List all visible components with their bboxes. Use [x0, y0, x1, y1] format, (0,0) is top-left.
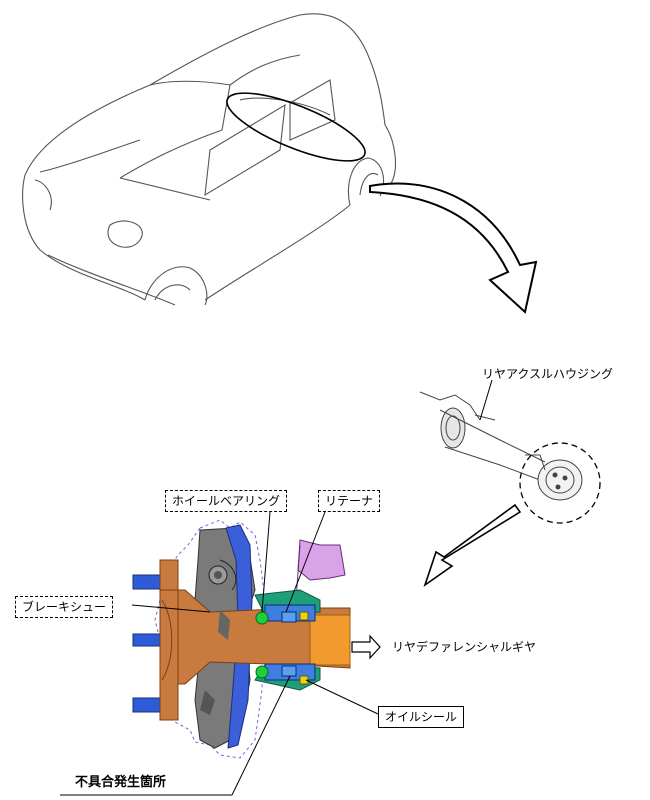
- highlight-ellipse: [226, 92, 366, 162]
- label-brake-shoe: ブレーキシュー: [15, 596, 114, 618]
- label-rear-axle-housing: リヤアクスルハウジング: [482, 367, 614, 381]
- label-retainer: リテーナ: [318, 490, 381, 512]
- leader-lines: [60, 511, 379, 796]
- detail-arrow: [423, 503, 522, 588]
- detail-circle: [519, 442, 601, 524]
- callout-arrow: [369, 182, 538, 314]
- axle-housing-sketch: [419, 391, 583, 501]
- differential-arrow: [351, 634, 381, 660]
- label-wheel-bearing: ホイールベアリング: [165, 490, 288, 512]
- label-defect-location: 不具合発生箇所: [75, 775, 167, 790]
- cross-section: [132, 519, 351, 759]
- car-outline: [22, 13, 396, 306]
- label-rear-differential-gear: リヤデファレンシャルギヤ: [392, 640, 537, 654]
- label-oil-seal: オイルシール: [378, 706, 465, 728]
